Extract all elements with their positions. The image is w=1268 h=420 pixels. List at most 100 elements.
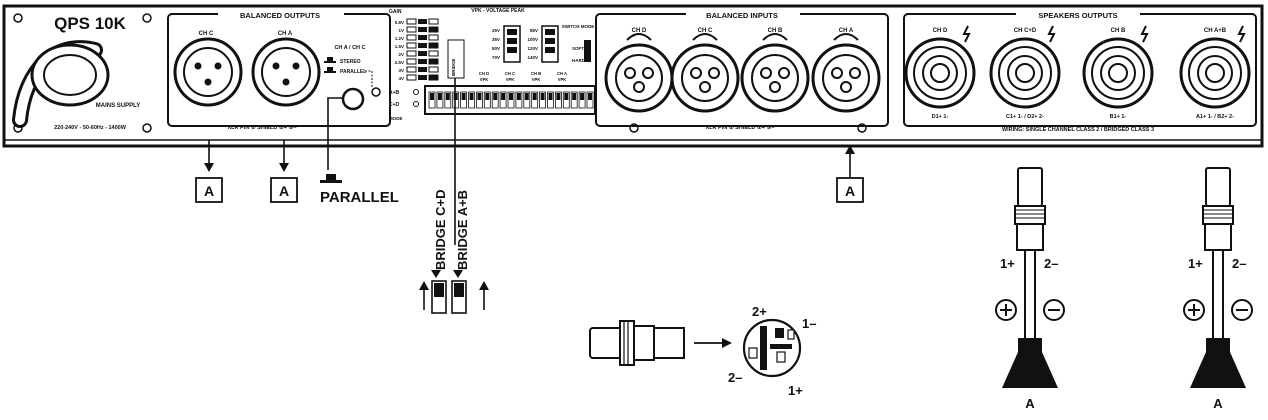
sum-label-ab: A+B — [389, 90, 400, 96]
mains-label: MAINS SUPPLY — [96, 103, 140, 109]
channel-vpk-label: VPK — [558, 77, 567, 82]
speaker-channel-label: CH A+B — [1204, 28, 1227, 34]
channel-vpk-label: VPK — [480, 77, 489, 82]
channel-vpk-label: CH B — [531, 71, 541, 76]
speaker-magnet-icon — [1018, 338, 1042, 352]
speaker-channel-label: CH C+D — [1014, 28, 1037, 34]
speakon-plug-icon — [1206, 168, 1230, 206]
gain-dip — [429, 35, 438, 40]
arrow-down-icon — [279, 163, 289, 172]
arrow-up-icon — [419, 281, 429, 290]
gain-dip — [418, 27, 427, 32]
gain-dip — [407, 51, 416, 56]
dip-bank[interactable] — [425, 86, 595, 114]
dip-switch-lever — [446, 93, 450, 100]
speaker-wiring-note: WIRING: SINGLE CHANNEL CLASS 2 / BRIDGED… — [1002, 127, 1154, 133]
vpk-value: 70V — [492, 55, 500, 60]
speaker-label: A — [1213, 396, 1223, 411]
speaker-label: A — [1025, 396, 1035, 411]
speakon-output-ch-c-d[interactable] — [991, 39, 1059, 107]
gain-value: 4V — [398, 76, 404, 81]
gain-dip — [418, 19, 427, 24]
dip-switch-lever — [564, 93, 568, 100]
vpk-value: 100V — [527, 37, 538, 42]
speaker-cone-icon — [1002, 352, 1058, 388]
speaker-channel-label: CH B — [1111, 28, 1126, 34]
vpk-dip-left — [504, 26, 520, 62]
gain-dip — [429, 27, 438, 32]
switch-mode-soft: SOFT — [572, 46, 584, 51]
output-pin-legend: XLR PIN ① SHIELD ②+ ③– — [227, 124, 296, 131]
speakon-plug-diagram: 2+ 1– 2– 1+ — [590, 304, 816, 398]
callout-letter: A — [279, 183, 289, 199]
pin-2-minus: 2– — [728, 370, 742, 385]
speakon-output-ch-b[interactable] — [1084, 39, 1152, 107]
vpk-dip-right — [542, 26, 558, 62]
dip-switch-lever — [549, 93, 553, 100]
gain-value: 1.5V — [395, 44, 404, 49]
gain-value: 2V — [398, 52, 404, 57]
arrow-right-icon — [722, 338, 732, 348]
input-pin-legend: XLR PIN ① SHIELD ②+ ③– — [705, 124, 774, 131]
dip-switch-lever — [470, 93, 474, 100]
gain-dip — [429, 67, 438, 72]
vpk-value: 25V — [492, 28, 500, 33]
gain-value: 2.5V — [395, 60, 404, 65]
speaker-pin-label: D1+ 1- — [932, 114, 949, 120]
gain-dip — [407, 43, 416, 48]
gain-dip — [407, 75, 416, 80]
speakers-outputs-title: SPEAKERS OUTPUTS — [1038, 11, 1117, 20]
speakon-output-ch-d[interactable] — [906, 39, 974, 107]
mode-switch-stereo: STEREO — [340, 59, 361, 65]
channel-vpk-label: VPK — [506, 77, 515, 82]
mode-switch-parallel: PARALLEL — [340, 69, 366, 75]
balanced-outputs-title: BALANCED OUTPUTS — [240, 11, 320, 20]
output-label-ch-c: CH C — [199, 31, 214, 37]
speaker-cone-icon — [1190, 352, 1246, 388]
dip-switch-lever — [580, 93, 584, 100]
switch-mode-hard: HARD — [572, 58, 586, 63]
channel-vpk-label: VPK — [532, 77, 541, 82]
bridge-cd-label: BRIDGE C+D — [433, 189, 448, 270]
gain-dip — [407, 59, 416, 64]
gain-dip — [418, 35, 427, 40]
parallel-switch-icon — [320, 180, 342, 183]
xlr-output-ch-a[interactable] — [253, 39, 319, 105]
gain-dip — [418, 43, 427, 48]
stereo-parallel-switch[interactable] — [343, 89, 363, 109]
mode-switch-title: CH A / CH C — [334, 45, 365, 51]
callout-letter: A — [204, 183, 214, 199]
dip-switch-lever — [493, 93, 497, 100]
gain-dip — [407, 27, 416, 32]
dip-switch-lever — [501, 93, 505, 100]
switch-mode-title: SWITCH MODE — [562, 24, 595, 29]
speakon-plug-icon — [1018, 168, 1042, 206]
gain-value: 3V — [398, 68, 404, 73]
bridge-ab-label: BRIDGE A+B — [455, 190, 470, 270]
bridge-dip-switch-icon — [432, 281, 466, 313]
gain-dip — [407, 19, 416, 24]
dip-switch-lever — [462, 93, 466, 100]
channel-vpk-label: CH A — [557, 71, 567, 76]
speakon-output-ch-a-b[interactable] — [1181, 39, 1249, 107]
balanced-inputs-title: BALANCED INPUTS — [706, 11, 778, 20]
speaker-channel-label: CH D — [933, 28, 948, 34]
gain-label: GAIN — [389, 9, 402, 15]
speaker-pin-label: B1+ 1- — [1110, 114, 1127, 120]
dip-switch-lever — [477, 93, 481, 100]
dip-switch-lever — [533, 93, 537, 100]
vpk-value: 50V — [492, 46, 500, 51]
gain-value: 0.8V — [395, 20, 404, 25]
speaker-minus-label: 2– — [1044, 256, 1058, 271]
vpk-value: 140V — [527, 55, 538, 60]
dip-switch-lever — [556, 93, 560, 100]
xlr-output-ch-c[interactable] — [175, 39, 241, 105]
gain-dip — [429, 19, 438, 24]
vpk-value: 120V — [527, 46, 538, 51]
callout-letter: A — [845, 183, 855, 199]
sum-mode-label: MODE — [389, 116, 403, 121]
dip-switch-lever — [430, 93, 434, 100]
gain-dip — [407, 67, 416, 72]
model-name: QPS 10K — [54, 14, 127, 33]
